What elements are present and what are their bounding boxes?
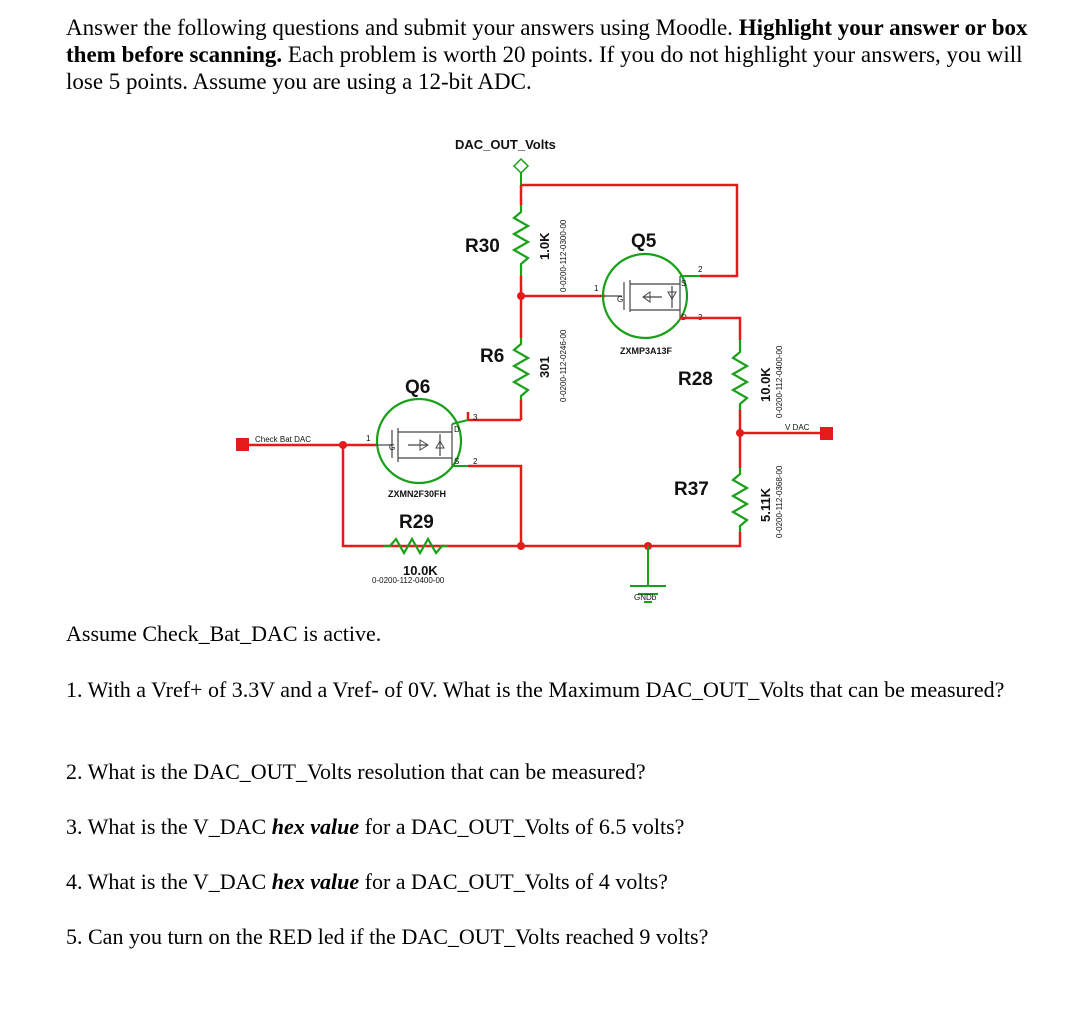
- instructions-bold: Highlight your answer or box them before…: [66, 15, 1028, 67]
- instructions-text-1: Answer the following questions and submi…: [66, 15, 739, 40]
- v-dac-terminal: [820, 427, 833, 440]
- q5-transistor: [601, 252, 689, 340]
- gnd-label: GNDb: [634, 593, 657, 602]
- q6-pin-s: S: [454, 457, 459, 466]
- q5-part: ZXMP3A13F: [620, 346, 673, 356]
- question-5: 5. Can you turn on the RED led if the DA…: [66, 924, 709, 949]
- r29-resistor: [384, 536, 448, 556]
- dac-out-connector: [512, 157, 530, 175]
- v-dac-label: V DAC: [785, 423, 810, 432]
- wire-top: [521, 183, 739, 278]
- q5-pin-1: 1: [594, 284, 599, 293]
- r28-value: 10.0K: [758, 367, 773, 402]
- question-2: 2. What is the DAC_OUT_Volts resolution …: [66, 759, 646, 784]
- q5-pin-2: 2: [698, 265, 703, 274]
- q5-pin-g: G: [617, 295, 623, 304]
- r37-resistor: [730, 468, 750, 532]
- question-3: 3. What is the V_DAC hex value for a DAC…: [66, 813, 1026, 840]
- r28-name: R28: [678, 369, 713, 390]
- question-4-text-a: 4. What is the V_DAC: [66, 869, 272, 894]
- check-bat-dac-label: Check Bat DAC: [255, 435, 311, 444]
- instructions-paragraph: Answer the following questions and submi…: [66, 14, 1056, 95]
- question-4-emphasis: hex value: [271, 869, 360, 894]
- q5-name: Q5: [631, 231, 657, 252]
- r37-part: 0-0200-112-0368-00: [775, 465, 784, 538]
- r28-resistor: [730, 340, 750, 410]
- r6-name: R6: [480, 346, 504, 367]
- r6-value: 301: [537, 356, 552, 378]
- question-3-text-a: 3. What is the V_DAC: [66, 814, 272, 839]
- q6-transistor: [375, 397, 463, 485]
- q5-pin-s: S: [681, 279, 686, 288]
- r37-name: R37: [674, 479, 709, 500]
- r6-part: 0-0200-112-0246-00: [559, 329, 568, 402]
- dac-out-label: DAC_OUT_Volts: [455, 137, 556, 152]
- q6-pin-d: D: [454, 425, 460, 434]
- question-1: 1. With a Vref+ of 3.3V and a Vref- of 0…: [66, 677, 1005, 702]
- q6-pin-1: 1: [366, 434, 371, 443]
- r29-part: 0-0200-112-0400-00: [372, 576, 445, 585]
- r30-value: 1.0K: [537, 232, 552, 260]
- instructions-text-2: Each problem is worth 20 points. If you …: [66, 42, 1023, 94]
- r30-name: R30: [465, 236, 500, 257]
- r37-value: 5.11K: [758, 487, 773, 522]
- check-bat-dac-terminal: [236, 438, 249, 451]
- r28-part: 0-0200-112-0400-00: [775, 345, 784, 418]
- r6-resistor: [511, 338, 531, 400]
- q6-pin-g: G: [389, 443, 395, 452]
- r29-value: 10.0K: [403, 563, 438, 578]
- circuit-schematic: DAC_OUT_Volts R30 1.0K 0-0200-112-0300-0…: [236, 137, 833, 603]
- r29-name: R29: [399, 512, 434, 533]
- question-3-text-c: for a DAC_OUT_Volts of 6.5 volts?: [359, 814, 685, 839]
- r30-resistor: [511, 205, 531, 276]
- question-4: 4. What is the V_DAC hex value for a DAC…: [66, 868, 1026, 895]
- q6-part: ZXMN2F30FH: [388, 489, 446, 499]
- question-4-text-c: for a DAC_OUT_Volts of 4 volts?: [359, 869, 668, 894]
- q6-name: Q6: [405, 377, 430, 398]
- r30-part: 0-0200-112-0300-00: [559, 219, 568, 292]
- q6-pin-2: 2: [473, 457, 478, 466]
- q6-pin-3: 3: [473, 413, 478, 422]
- question-3-emphasis: hex value: [271, 814, 360, 839]
- assume-statement: Assume Check_Bat_DAC is active.: [66, 621, 382, 646]
